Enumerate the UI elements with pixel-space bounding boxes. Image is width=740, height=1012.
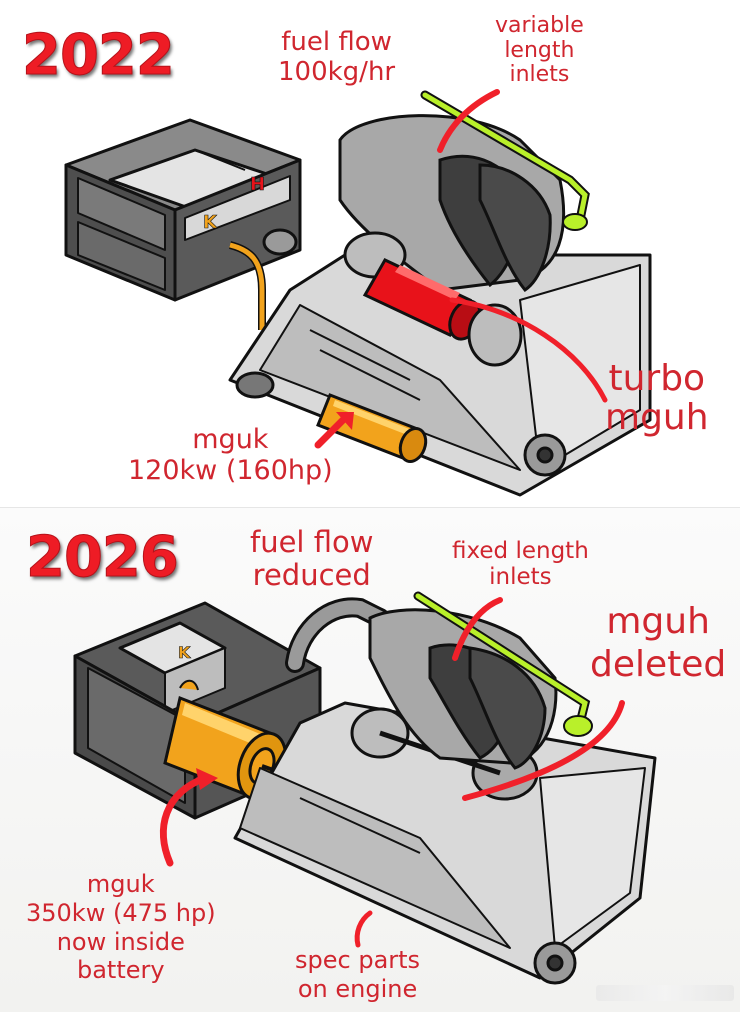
arrow-mguk-2022 bbox=[314, 414, 349, 449]
arrow-mguk-2022-head bbox=[336, 412, 354, 430]
arrow-mguk-2026-head bbox=[196, 768, 218, 790]
arrow-mguk-2026 bbox=[159, 774, 209, 867]
arrow-inlets-2026 bbox=[452, 597, 503, 661]
label-fuel-flow-2022: fuel flow 100kg/hr bbox=[278, 27, 396, 87]
watermark bbox=[596, 985, 734, 1001]
label-mguh-deleted-2026: mguh deleted bbox=[590, 601, 727, 686]
inlet-fitting-2026 bbox=[563, 715, 593, 737]
arrow-mguh-2026 bbox=[462, 700, 625, 801]
battery-h-mark: H bbox=[250, 174, 265, 195]
label-turbo-mguh-2022: turbo mguh bbox=[605, 358, 709, 438]
battery-2022 bbox=[64, 118, 302, 302]
year-title-2026: 2026 bbox=[26, 525, 180, 590]
mguh-2022 bbox=[362, 258, 523, 367]
engine-2022-illustration: K H bbox=[64, 89, 652, 497]
label-spec-parts-2026: spec parts on engine bbox=[295, 946, 421, 1003]
mguk-2022 bbox=[316, 393, 428, 463]
battery-k-mark-2026: K bbox=[178, 643, 191, 662]
cable-2022-fill bbox=[229, 242, 265, 330]
battery-k-mark: K bbox=[203, 212, 218, 233]
label-mguk-2022: mguk 120kw (160hp) bbox=[128, 424, 333, 487]
intake-plenum-2022 bbox=[338, 114, 566, 293]
engine-2026-illustration: K bbox=[73, 591, 657, 985]
arrow-inlets-2022 bbox=[437, 89, 500, 153]
label-mguk-2026: mguk 350kw (475 hp) now inside battery bbox=[26, 870, 216, 985]
panel-2022: K H bbox=[21, 13, 709, 497]
year-title-2022: 2022 bbox=[22, 23, 176, 88]
arrow-spec-2026 bbox=[354, 910, 373, 948]
panel-2026: K bbox=[0, 508, 740, 1012]
intake-plenum-2026 bbox=[285, 597, 558, 770]
label-fuel-flow-2026: fuel flow reduced bbox=[250, 525, 374, 593]
mguk-2026 bbox=[163, 679, 291, 801]
label-inlets-2026: fixed length inlets bbox=[452, 538, 589, 591]
arrow-turbo-2022 bbox=[449, 297, 608, 403]
inlet-fitting-2022 bbox=[562, 213, 588, 231]
label-inlets-2022: variable length inlets bbox=[495, 13, 584, 88]
inlet-pipe-2022-fill bbox=[422, 92, 588, 223]
